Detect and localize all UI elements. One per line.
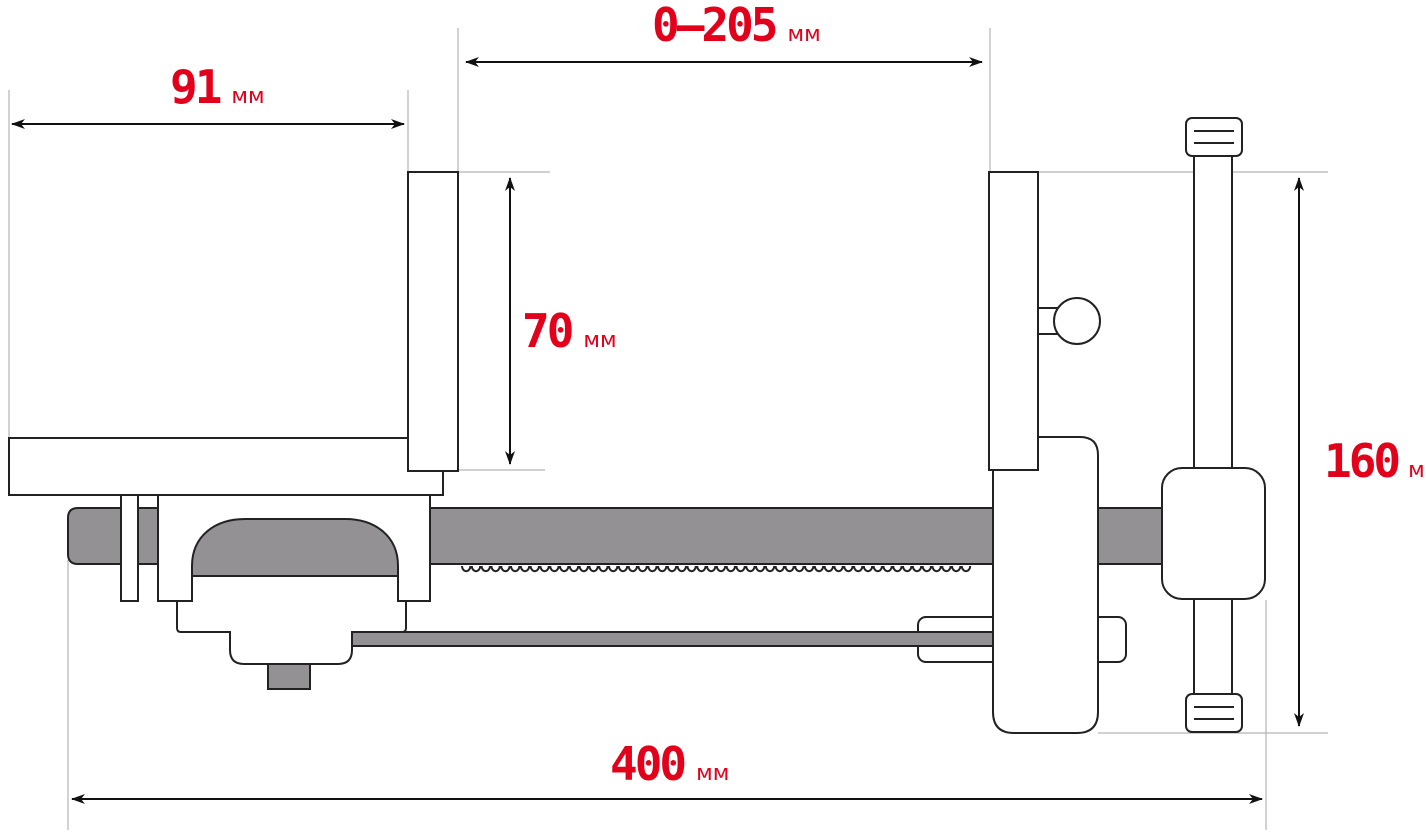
fixed-jaw-face (407, 171, 459, 472)
screw-handle (1161, 117, 1266, 733)
handle-top-cap (1185, 117, 1243, 157)
bench-dog-knob (1053, 297, 1101, 345)
dimension-arrows (11, 57, 1304, 804)
mounting-bracket (120, 494, 431, 690)
movable-jaw-body (992, 436, 1099, 734)
screw-hub (1161, 467, 1266, 600)
handle-bar (1193, 151, 1233, 699)
clamp-screw (267, 663, 311, 690)
clamp-dome (191, 518, 399, 577)
guide-rod-bar (351, 631, 995, 647)
clamp-body (176, 575, 407, 665)
fixed-jaw (8, 171, 459, 496)
total-height-label: 160мм (1324, 434, 1426, 488)
handle-bottom-cap (1185, 693, 1243, 733)
extension-lines (8, 28, 1328, 830)
rack-teeth (461, 565, 972, 573)
fixed-jaw-base (8, 437, 444, 496)
movable-jaw (988, 171, 1101, 734)
bracket-pin (120, 494, 139, 602)
movable-jaw-face (988, 171, 1039, 471)
